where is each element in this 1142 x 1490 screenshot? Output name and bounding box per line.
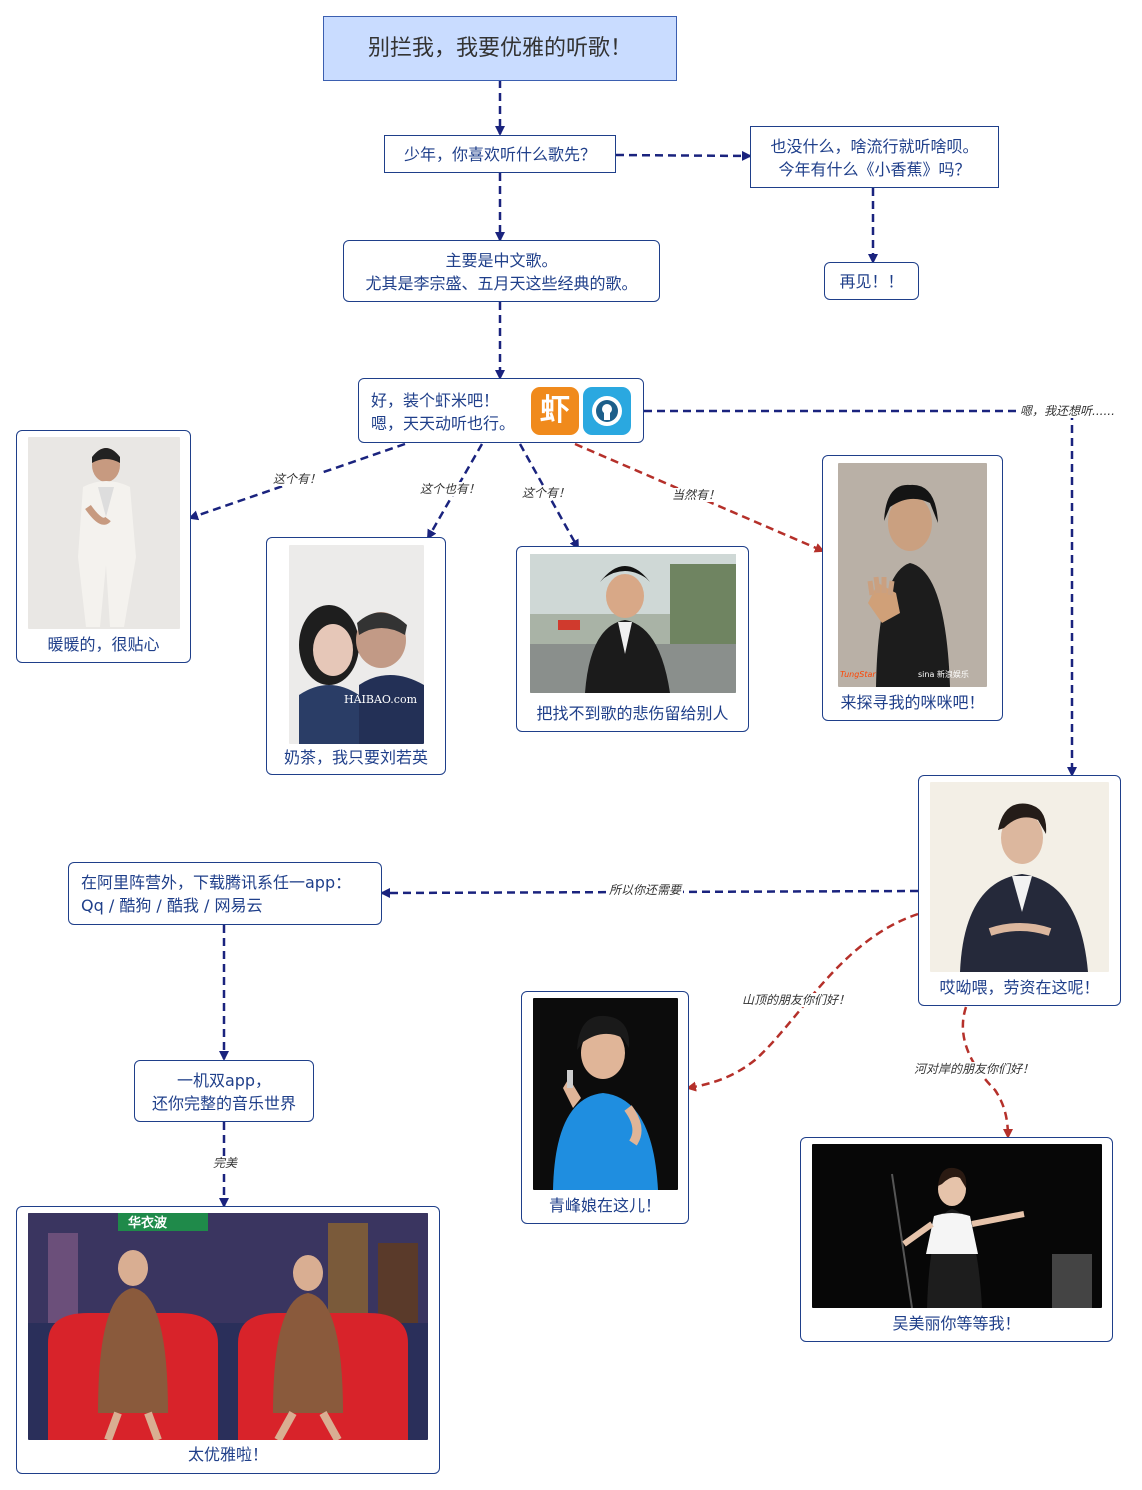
singer-photo-1 (28, 437, 180, 629)
xiami-line-2: 嗯，天天动听也行。 (371, 414, 516, 433)
dual-line-2: 还你完整的音乐世界 (151, 1094, 296, 1113)
bye-node: 再见！！ (824, 262, 919, 300)
edge-label-has2: 这个也有！ (418, 482, 483, 496)
photo-caption-jay: 哎呦喂，劳资在这呢！ (939, 978, 1100, 997)
edge-xiami-p1 (188, 442, 406, 521)
edge-label-need: 所以你还需要 (607, 883, 684, 897)
xiami-line-1: 好，装个虾米吧！ (371, 391, 500, 410)
edge-xiami-jay (644, 409, 1077, 777)
singer-photo-qingfeng (533, 998, 678, 1190)
question-text: 少年，你喜欢听什么歌先？ (403, 145, 596, 164)
edge-label-perfect: 完美 (211, 1156, 240, 1170)
photo-caption-mimi: 来探寻我的咪咪吧！ (840, 693, 985, 712)
pop-line-1: 也没什么，啥流行就听啥呗。 (770, 137, 979, 156)
dual-app-node: 一机双app， 还你完整的音乐世界 (134, 1060, 314, 1122)
singer-photo-wu (812, 1144, 1102, 1308)
xiami-node: 好，装个虾米吧！ 嗯，天天动听也行。 虾 (358, 378, 644, 443)
edge-jay-qingfeng (686, 912, 919, 1092)
photo-card-mimi: TungStar sina 新浪娱乐 来探寻我的咪咪吧！ (822, 455, 1003, 721)
photo-caption-final: 太优雅啦！ (187, 1445, 268, 1464)
xiami-app-icon: 虾 (531, 387, 579, 435)
singer-photo-3 (530, 554, 736, 693)
photo-card-jay: 哎呦喂，劳资在这呢！ (918, 775, 1121, 1006)
pop-node: 也没什么，啥流行就听啥呗。 今年有什么《小香蕉》吗？ (750, 126, 999, 188)
chinese-line-2: 尤其是李宗盛、五月天这些经典的歌。 (365, 274, 638, 293)
edge-label-has1: 这个有！ (271, 472, 324, 486)
photo-card-warm: 暖暖的，很贴心 (16, 430, 191, 663)
svg-text:TungStar: TungStar (840, 670, 876, 679)
photo-card-wu: 吴美丽你等等我！ (800, 1137, 1113, 1342)
chinese-line-1: 主要是中文歌。 (445, 251, 558, 270)
edge-q1-pop (615, 150, 752, 161)
tencent-line-2: Qq / 酷狗 / 酷我 / 网易云 (81, 896, 263, 915)
photo-caption-sad: 把找不到歌的悲伤留给别人 (536, 704, 729, 723)
title-text: 别拦我，我要优雅的听歌！ (367, 36, 632, 61)
photo-caption-wu: 吴美丽你等等我！ (892, 1314, 1021, 1333)
tencent-node: 在阿里阵营外，下载腾讯系任一app： Qq / 酷狗 / 酷我 / 网易云 (68, 862, 382, 925)
chinese-node: 主要是中文歌。 尤其是李宗盛、五月天这些经典的歌。 (343, 240, 660, 302)
title-node: 别拦我，我要优雅的听歌！ (323, 16, 677, 81)
tencent-line-1: 在阿里阵营外，下载腾讯系任一app： (81, 873, 352, 892)
photo-caption-milktea: 奶茶，我只要刘若英 (283, 748, 428, 767)
photo-card-sad: 把找不到歌的悲伤留给别人 (516, 546, 749, 732)
photo-caption-qingfeng: 青峰娘在这儿！ (548, 1196, 661, 1215)
photo-card-final: 华衣波 太优雅啦！ (16, 1206, 440, 1474)
photo-card-milktea: HAIBAO.com 奶茶，我只要刘若英 (266, 537, 446, 775)
bye-text: 再见！！ (839, 272, 904, 291)
edge-label-mountain: 山顶的朋友你们好！ (740, 993, 853, 1007)
singer-photo-2: HAIBAO.com (289, 545, 424, 744)
svg-text:华衣波: 华衣波 (128, 1215, 168, 1231)
photo-card-qingfeng: 青峰娘在这儿！ (521, 991, 689, 1224)
question-node: 少年，你喜欢听什么歌先？ (384, 135, 616, 173)
singer-photo-4: TungStar sina 新浪娱乐 (838, 463, 987, 687)
dual-line-1: 一机双app， (176, 1071, 272, 1090)
singer-photo-jay (930, 782, 1109, 972)
edge-label-of-course: 当然有！ (670, 488, 723, 502)
svg-text:HAIBAO.com: HAIBAO.com (344, 693, 418, 706)
final-photo: 华衣波 (28, 1213, 428, 1440)
photo-caption-warm: 暖暖的，很贴心 (47, 635, 160, 654)
ttpod-app-icon (583, 387, 631, 435)
svg-text:sina 新浪娱乐: sina 新浪娱乐 (918, 669, 969, 679)
edge-label-river: 河对岸的朋友你们好！ (912, 1062, 1037, 1076)
edge-jay-tencent (380, 887, 919, 898)
edge-label-has3: 这个有！ (520, 486, 573, 500)
pop-line-2: 今年有什么《小香蕉》吗？ (778, 160, 971, 179)
edge-label-want-more: 嗯，我还想听...... (1018, 404, 1117, 418)
edge-jay-wu (961, 1006, 1013, 1139)
